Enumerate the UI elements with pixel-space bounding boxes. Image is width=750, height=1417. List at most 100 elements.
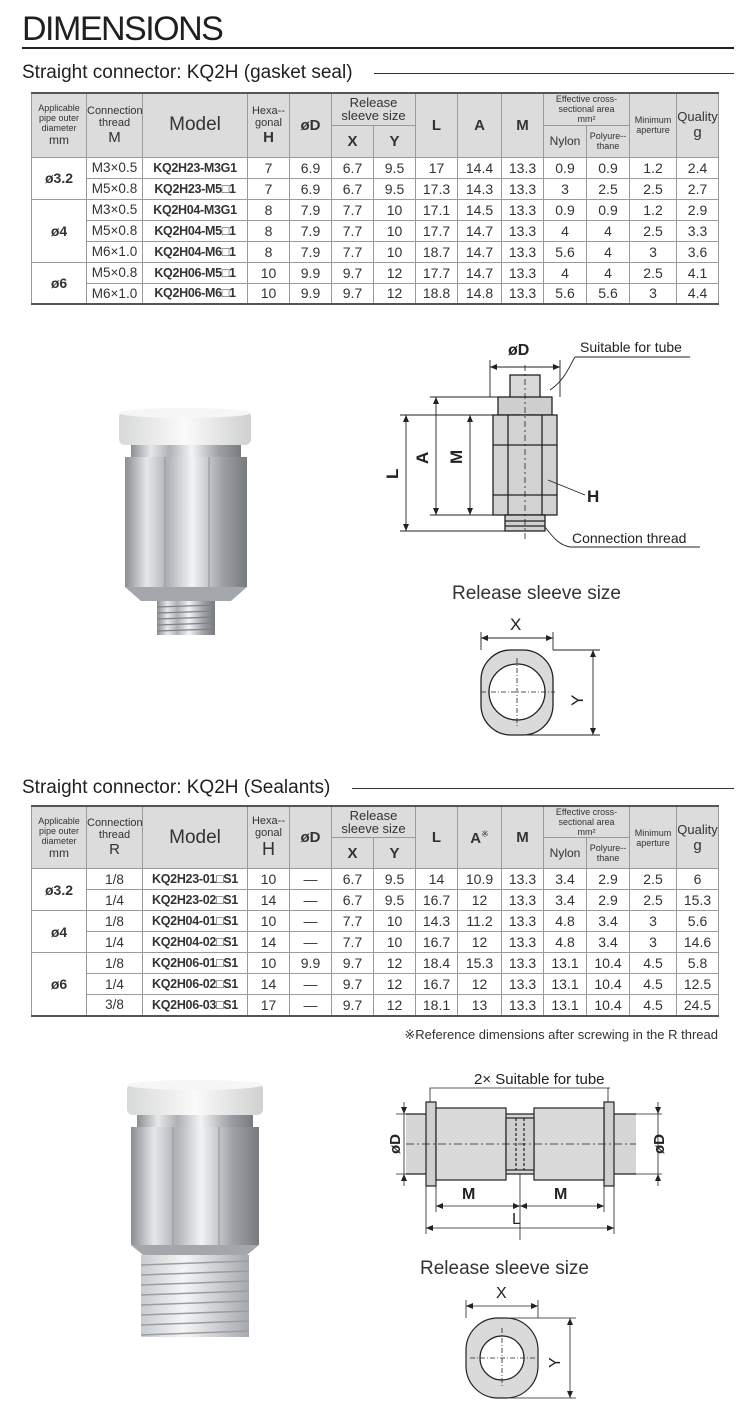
model-cell: KQ2H06-01□S1 [142,952,248,974]
a-label: A [413,452,432,464]
l-cell: 14 [415,868,458,890]
pipe-diameter-cell: ø6 [31,261,87,305]
a-cell: 15.3 [457,952,502,974]
m-header: M [501,805,544,869]
model-cell: KQ2H04-02□S1 [142,931,248,953]
l-cell: 14.3 [415,910,458,932]
min-cell: 4.5 [629,973,678,995]
d-cell: 9.9 [289,261,332,284]
l-cell: 18.7 [415,240,458,263]
a-header: A※ [457,805,502,869]
m-cell: 13.3 [501,198,544,221]
release-sleeve-caption-1: Release sleeve size [452,583,621,604]
m-header: M [501,92,544,158]
page-title: DIMENSIONS [22,10,224,48]
model-cell: KQ2H06-03□S1 [142,994,248,1016]
pipe-diameter-cell: ø4 [31,198,87,263]
h-label: H [587,487,599,506]
l-header: L [415,805,458,869]
h-cell: 14 [247,889,290,911]
min-cell: 2.5 [629,889,678,911]
od-label: øD [508,342,529,359]
g-cell: 2.7 [676,177,720,200]
h-cell: 10 [247,261,290,284]
y-cell: 9.5 [373,889,416,911]
sealants-dimension-drawing: 2× Suitable for tube øD øD M M L [387,1071,668,1240]
m-cell: 13.3 [501,868,544,890]
d-cell: — [289,889,332,911]
model-cell: KQ2H04-M3G1 [142,198,248,221]
section1-rule [374,73,734,74]
m-cell: 13.3 [501,177,544,200]
l-cell: 17 [415,156,458,179]
x-cell: 6.7 [331,177,374,200]
x-cell: 7.7 [331,240,374,263]
a-cell: 12 [457,931,502,953]
model-header: Model [142,805,248,869]
m-cell: 13.3 [501,952,544,974]
poly-cell: 4 [585,261,631,284]
y-cell: 12 [373,282,416,305]
thread-cell: 1/4 [86,931,143,953]
a-header: A [457,92,502,158]
thread-cell: M5×0.8 [86,261,143,284]
sleeve-x-label-1: X [510,615,521,634]
y-cell: 12 [373,994,416,1016]
a-cell: 14.5 [457,198,502,221]
model-cell: KQ2H06-M5□1 [142,261,248,284]
thread-cell: 1/8 [86,910,143,932]
m-cell: 13.3 [501,240,544,263]
g-cell: 12.5 [676,973,720,995]
l-label: L [383,469,402,479]
h-cell: 8 [247,219,290,242]
h-cell: 10 [247,910,290,932]
nylon-cell: 4.8 [543,931,587,953]
a-cell: 12 [457,889,502,911]
model-cell: KQ2H23-M5□1 [142,177,248,200]
l-cell: 18.4 [415,952,458,974]
sleeve-x-label-2: X [496,1285,507,1302]
poly-cell: 3.4 [585,910,631,932]
h-cell: 10 [247,952,290,974]
m-cell: 13.3 [501,156,544,179]
thread-cell: 1/4 [86,889,143,911]
a-cell: 14.3 [457,177,502,200]
l-header: L [415,92,458,158]
x-cell: 9.7 [331,952,374,974]
g-cell: 5.6 [676,910,720,932]
nylon-header: Nylon [543,124,587,158]
nylon-cell: 13.1 [543,952,587,974]
suitable-tube-label: Suitable for tube [580,339,682,355]
nylon-cell: 0.9 [543,156,587,179]
x-cell: 6.7 [331,889,374,911]
d-cell: 6.9 [289,156,332,179]
min-cell: 2.5 [629,219,678,242]
m-cell: 13.3 [501,282,544,305]
x-cell: 7.7 [331,910,374,932]
release-sleeve-caption-2: Release sleeve size [420,1258,589,1279]
d-cell: — [289,931,332,953]
min-cell: 2.5 [629,868,678,890]
y-cell: 10 [373,910,416,932]
model-header: Model [142,92,248,158]
y-cell: 10 [373,198,416,221]
y-cell: 10 [373,240,416,263]
thread-cell: 1/8 [86,868,143,890]
h-cell: 10 [247,868,290,890]
h-cell: 8 [247,198,290,221]
g-cell: 3.6 [676,240,720,263]
m-cell: 13.3 [501,261,544,284]
